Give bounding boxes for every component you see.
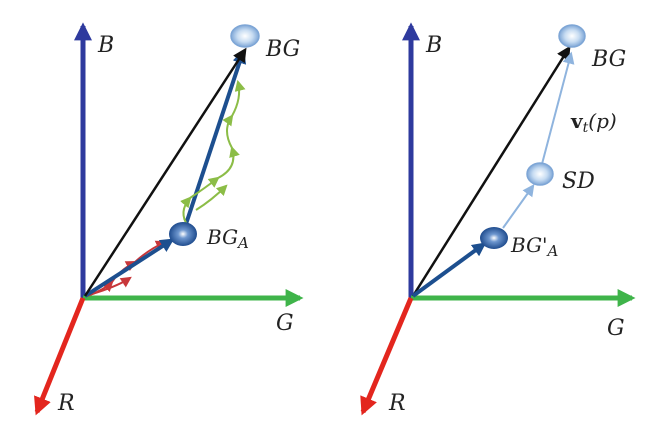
left-label-g: G [276,311,294,336]
left-label-b: B [97,33,114,58]
right-axis-r-arrow [360,297,414,416]
right-label-bg: BG [591,47,626,72]
right-label-bgpa-prime: ' [542,233,548,257]
right-label-sd: SD [562,169,595,194]
right-label-r: R [388,391,406,416]
right-panel: B BG vt(p) SD BG'A G R [360,22,636,416]
left-green-path [180,79,246,227]
right-vector-origin-to-bgpa [411,242,487,298]
right-label-b: B [425,33,442,58]
right-label-bgpa-main: BG [510,233,542,257]
right-label-g: G [607,316,625,341]
left-vector-origin-to-bg [83,47,247,297]
left-label-bga-sub: A [236,234,249,252]
left-vector-bga-to-bg [182,49,247,231]
right-node-sd [526,162,554,186]
left-label-bg: BG [265,37,300,62]
right-label-velocity: vt(p) [570,109,617,136]
left-axis-r-arrow [34,297,86,416]
left-node-bg [230,24,260,48]
left-label-bga: BGA [206,225,249,252]
right-label-velocity-arg: (p) [588,109,616,133]
right-node-bg [558,24,586,48]
right-path-sd-to-bg [541,51,575,165]
right-vector-origin-to-bg [411,45,571,297]
left-node-bga [169,222,197,246]
right-label-bgpa-sub: A [546,242,559,260]
right-node-bgpa [480,227,508,249]
right-path-bgpa-to-sd [502,184,535,229]
left-label-bga-main: BG [206,225,238,249]
right-label-velocity-t: t [583,120,589,136]
left-vector-origin-to-bga [83,238,175,298]
right-label-velocity-v: v [570,109,584,133]
left-label-r: R [57,391,75,416]
right-label-bgpa: BG'A [510,233,559,260]
left-panel: B BG BGA G R [34,22,304,416]
